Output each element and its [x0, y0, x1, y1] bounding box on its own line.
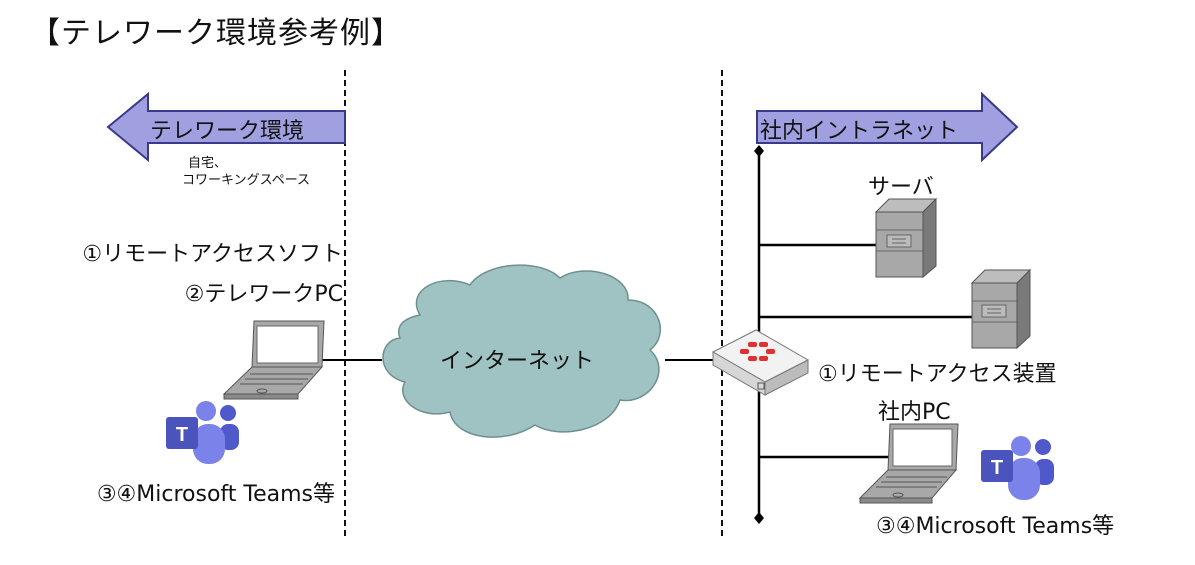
- telework-laptop-icon: [222, 320, 325, 400]
- remote-access-device-icon: [711, 329, 810, 396]
- server-2-icon: [970, 268, 1032, 350]
- svg-text:T: T: [176, 424, 188, 446]
- label-teams-left: ③④Microsoft Teams等: [96, 482, 335, 507]
- backbone-bottom-node-icon: [754, 512, 764, 524]
- backbone-top-node-icon: [754, 145, 764, 157]
- internet-cloud-icon: [382, 264, 661, 438]
- svg-text:T: T: [991, 457, 1003, 479]
- page-title: 【テレワーク環境参考例】: [30, 16, 402, 51]
- intranet-arrow: [756, 91, 1019, 163]
- fortinet-logo-icon: [740, 342, 775, 361]
- label-remote-access-device: ①リモートアクセス装置: [818, 362, 1057, 387]
- telework-arrow-label: テレワーク環境: [150, 119, 305, 144]
- telework-note-line2: コワーキングスペース: [182, 173, 311, 188]
- telework-location-note: 自宅、 コワーキングスペース: [182, 155, 310, 189]
- label-office-pc: 社内PC: [878, 400, 951, 425]
- label-telework-pc: ②テレワークPC: [184, 282, 343, 307]
- intranet-arrow-label: 社内イントラネット: [760, 119, 959, 144]
- telework-arrow: [106, 91, 346, 163]
- label-remote-access-software: ①リモートアクセスソフト: [82, 242, 343, 267]
- telework-note-line1: 自宅、: [188, 156, 228, 171]
- internet-cloud-label: インターネット: [440, 349, 595, 374]
- office-pc-laptop-icon: [858, 423, 959, 504]
- label-server: サーバ: [868, 175, 934, 200]
- server-1-icon: [874, 197, 938, 279]
- teams-logo-right-icon: T: [981, 436, 1054, 500]
- label-teams-right: ③④Microsoft Teams等: [876, 514, 1115, 539]
- teams-logo-left-icon: T: [166, 401, 239, 464]
